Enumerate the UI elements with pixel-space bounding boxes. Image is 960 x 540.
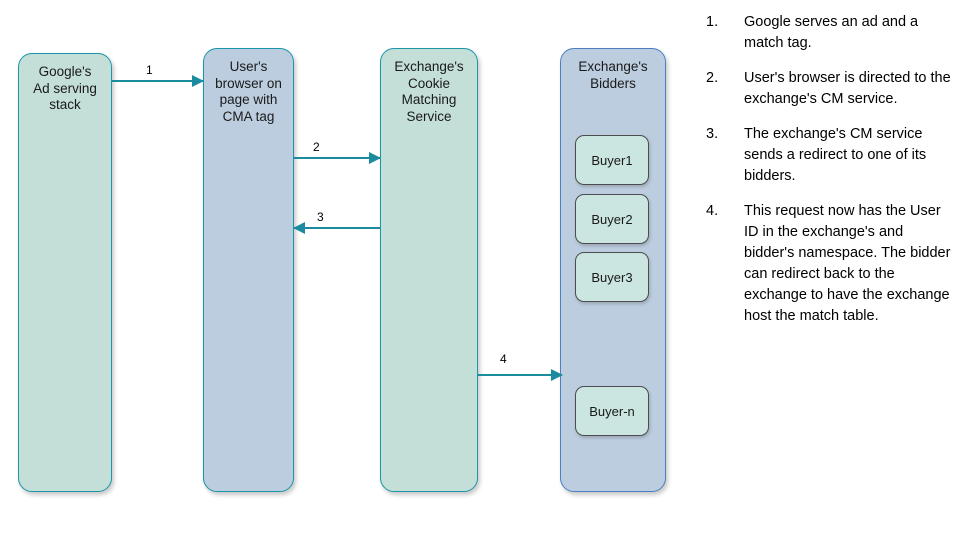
arrow-label-4: 4 — [500, 352, 507, 366]
step-number-2: 2. — [706, 70, 719, 86]
step-item-2: 2. User's browser is directed to the exc… — [706, 68, 954, 110]
step-number-4: 4. — [706, 203, 719, 219]
buyer-label-3: Buyer3 — [591, 270, 633, 285]
arrow-head-2-icon — [369, 152, 381, 164]
node-cookie-matching-service[interactable]: Exchange's Cookie Matching Service — [380, 48, 478, 492]
arrow-2 — [294, 152, 381, 164]
arrow-label-2: 2 — [313, 140, 320, 154]
step-text-1: Google serves an ad and a match tag. — [744, 14, 919, 51]
step-number-3: 3. — [706, 126, 719, 142]
step-item-1: 1. Google serves an ad and a match tag. — [706, 12, 954, 54]
node-user-browser[interactable]: User's browser on page with CMA tag — [203, 48, 294, 492]
node-label-user-browser: User's browser on page with CMA tag — [215, 59, 282, 124]
node-ad-serving-stack[interactable]: Google's Ad serving stack — [18, 53, 112, 492]
arrow-label-1: 1 — [146, 63, 153, 77]
buyer-box-n[interactable]: Buyer-n — [575, 386, 649, 436]
buyer-label-1: Buyer1 — [591, 153, 633, 168]
steps-list: 1. Google serves an ad and a match tag. … — [706, 12, 954, 341]
flow-diagram: Google's Ad serving stack User's browser… — [18, 48, 666, 492]
step-text-2: User's browser is directed to the exchan… — [744, 70, 951, 107]
buyer-box-2[interactable]: Buyer2 — [575, 194, 649, 244]
node-label-cookie-matching-service: Exchange's Cookie Matching Service — [394, 59, 464, 124]
step-text-3: The exchange's CM service sends a redire… — [744, 126, 927, 184]
arrow-4 — [478, 369, 563, 381]
buyer-label-2: Buyer2 — [591, 212, 633, 227]
buyer-label-n: Buyer-n — [589, 404, 635, 419]
arrow-1 — [112, 75, 204, 87]
step-item-4: 4. This request now has the User ID in t… — [706, 201, 954, 327]
node-label-ad-serving-stack: Google's Ad serving stack — [33, 64, 97, 112]
node-exchange-bidders[interactable]: Exchange's Bidders Buyer1 Buyer2 Buyer3 … — [560, 48, 666, 492]
buyer-box-3[interactable]: Buyer3 — [575, 252, 649, 302]
arrow-label-3: 3 — [317, 210, 324, 224]
step-item-3: 3. The exchange's CM service sends a red… — [706, 124, 954, 187]
buyer-box-1[interactable]: Buyer1 — [575, 135, 649, 185]
step-number-1: 1. — [706, 14, 719, 30]
step-text-4: This request now has the User ID in the … — [744, 203, 951, 324]
arrow-head-4-icon — [551, 369, 563, 381]
arrow-head-1-icon — [192, 75, 204, 87]
arrow-3 — [293, 222, 380, 234]
arrow-head-3-icon — [293, 222, 305, 234]
node-label-exchange-bidders: Exchange's Bidders — [578, 59, 648, 91]
